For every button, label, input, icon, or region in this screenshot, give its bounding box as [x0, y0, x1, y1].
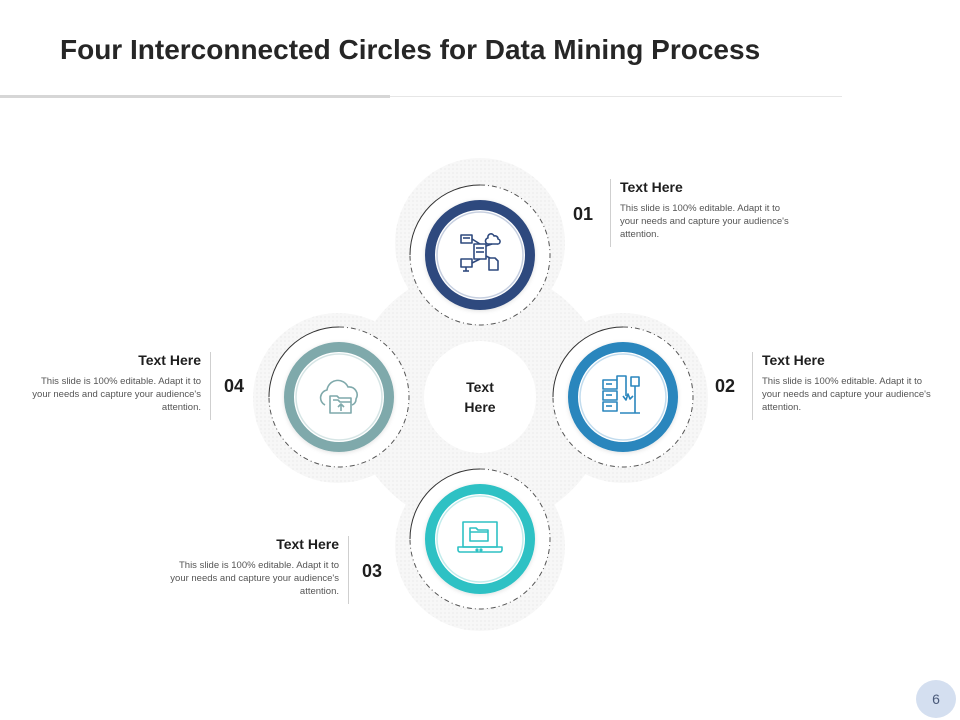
center-circle [424, 341, 536, 453]
slide-title: Four Interconnected Circles for Data Min… [60, 34, 761, 65]
text-block-body: This slide is 100% editable. Adapt it to… [170, 560, 339, 597]
node-03 [409, 468, 551, 610]
text-block-body: This slide is 100% editable. Adapt it to… [762, 376, 931, 413]
title-underline-accent [0, 95, 390, 98]
text-block-heading: Text Here [762, 352, 825, 368]
center-label-line1: Text [466, 379, 494, 395]
text-block-body: This slide is 100% editable. Adapt it to… [620, 203, 789, 240]
center-label-line2: Here [464, 399, 496, 415]
step-number-04: 04 [224, 376, 245, 396]
center-label: Text Here [440, 377, 520, 417]
text-block-02: Text Here This slide is 100% editable. A… [752, 352, 942, 420]
server-database-icon [602, 375, 640, 414]
title-underline [390, 96, 842, 97]
text-block-heading: Text Here [620, 179, 683, 195]
text-block-heading: Text Here [276, 536, 339, 552]
node-01 [409, 184, 551, 326]
step-number-01: 01 [573, 204, 594, 224]
node-04 [268, 326, 410, 468]
laptop-folder-icon [457, 521, 503, 553]
network-computers-icon [460, 233, 501, 272]
node-02 [552, 326, 694, 468]
step-number-02: 02 [715, 376, 736, 396]
step-number-03: 03 [362, 561, 383, 581]
page-number-badge: 6 [916, 680, 956, 718]
text-block-03: Text Here This slide is 100% editable. A… [164, 536, 349, 604]
text-block-body: This slide is 100% editable. Adapt it to… [32, 376, 201, 413]
cloud-folder-icon [319, 379, 358, 414]
text-block-01: Text Here This slide is 100% editable. A… [610, 179, 798, 247]
text-block-04: Text Here This slide is 100% editable. A… [26, 352, 211, 420]
text-block-heading: Text Here [138, 352, 201, 368]
